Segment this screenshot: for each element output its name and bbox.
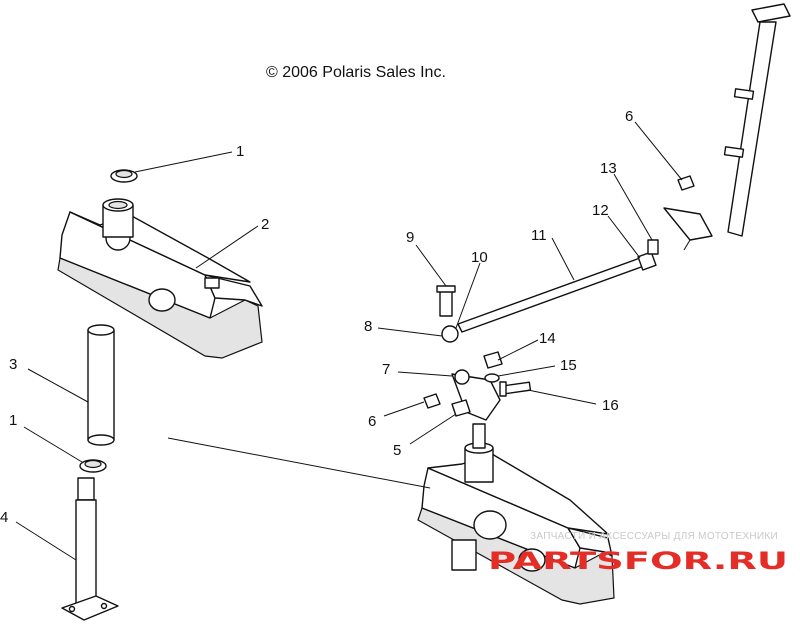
callout-5: 5 [393,442,401,459]
callout-labels: 1 2 3 1 4 6 13 12 11 9 10 8 14 7 15 16 6… [0,108,633,526]
callout-11: 11 [531,227,547,244]
callout-1-bottom: 1 [9,412,17,429]
callout-9: 9 [406,229,414,246]
steering-arm [451,369,501,421]
callout-2: 2 [261,216,269,233]
bolt-9 [436,285,456,317]
leader-lines [15,121,683,561]
steering-post-bushing-bottom [79,459,107,473]
nut-6-lower [423,393,441,409]
callout-15: 15 [560,357,577,374]
nut-14 [483,351,503,369]
copyright-text: © 2006 Polaris Sales Inc. [266,64,446,81]
callout-3: 3 [9,356,17,373]
callout-8: 8 [364,318,372,335]
steering-post-bracket-upper [57,198,263,359]
steering-post-bushing-top [110,169,138,183]
callout-6-top: 6 [625,108,633,125]
bolt-16 [499,381,532,397]
callout-6-bottom: 6 [368,413,376,430]
callout-4: 4 [0,509,8,526]
callout-16: 16 [602,397,619,414]
steering-post-bracket-assembled [417,423,615,605]
callout-14: 14 [539,330,556,347]
tie-rod [441,239,659,343]
callout-13: 13 [600,160,617,177]
watermark-tagline: ЗАПЧАСТИ И АКСЕССУАРЫ ДЛЯ МОТОТЕХНИКИ [530,531,778,542]
watermark-brand: PARTSFOR.RU [488,547,788,575]
watermark: ЗАПЧАСТИ И АКСЕССУАРЫ ДЛЯ МОТОТЕХНИКИ PA… [488,531,788,575]
callout-10: 10 [471,249,488,266]
callout-1-top: 1 [236,143,244,160]
steering-tube [87,324,115,446]
callout-12: 12 [592,202,609,219]
nut-5 [451,399,471,417]
lower-steering-post [61,477,119,621]
washer-15 [484,373,500,383]
callout-7: 7 [382,361,390,378]
steering-column [663,3,791,251]
